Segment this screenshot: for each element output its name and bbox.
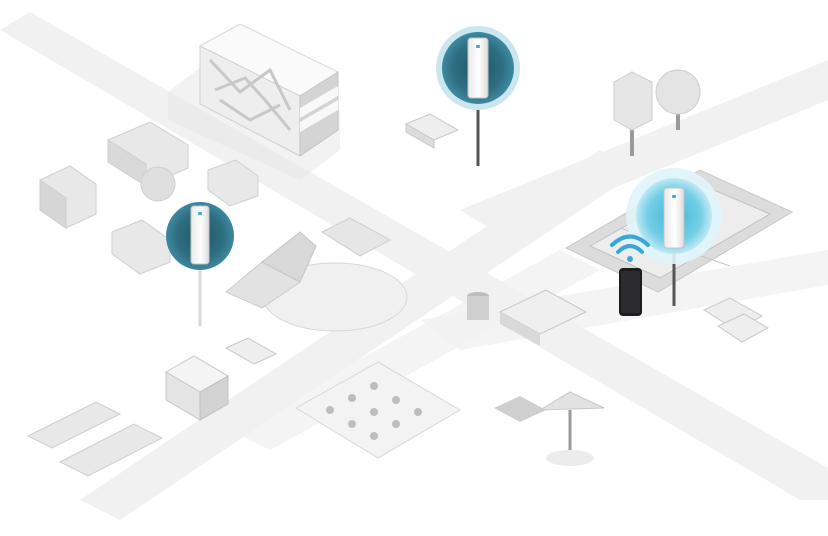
- floor-tiles: [26, 401, 164, 477]
- skate-park: [225, 217, 408, 332]
- fountain-plaza: [295, 361, 461, 459]
- hedge-topiary: [140, 166, 176, 202]
- ap-near-park-bench: [436, 26, 520, 110]
- access-point-device: [467, 37, 489, 99]
- road-cross-1: [80, 150, 640, 520]
- access-point-device: [663, 187, 685, 249]
- benches: [224, 113, 770, 365]
- picnic-area: [467, 289, 588, 346]
- access-point-device: [190, 205, 210, 265]
- vendor-cart: [165, 355, 229, 421]
- umbrella-table: [494, 391, 605, 466]
- lattice-building: [168, 23, 340, 180]
- ap-near-hedges: [166, 202, 234, 270]
- hedge-garden: [39, 121, 259, 275]
- ap-near-court: [626, 168, 722, 264]
- wifi-signal-icon: [610, 234, 650, 262]
- road-upper-right: [460, 60, 828, 235]
- trees: [613, 69, 701, 156]
- smartphone-icon: [619, 268, 642, 316]
